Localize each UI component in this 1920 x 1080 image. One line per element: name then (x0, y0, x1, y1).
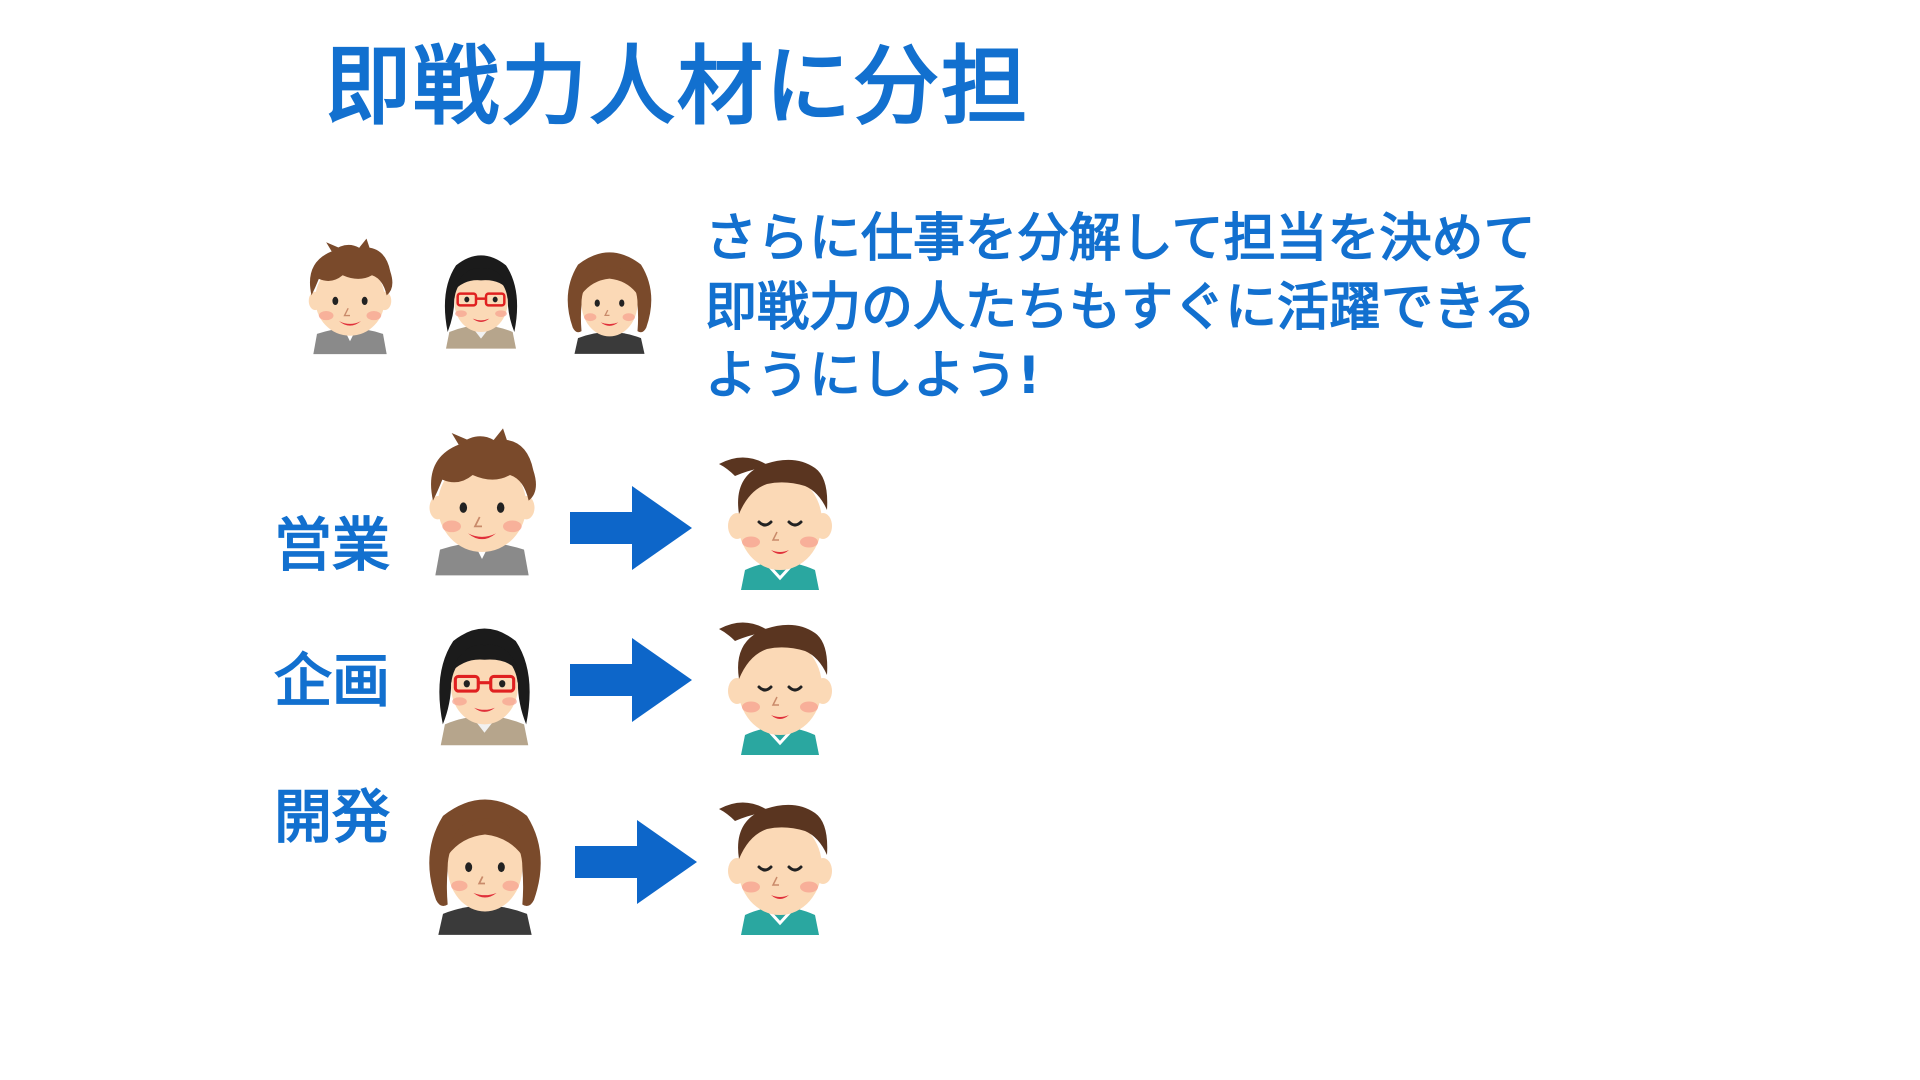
role-label-development: 開発 (274, 783, 391, 851)
short-brown-hair-person-icon (295, 232, 405, 357)
page-title: 即戦力人材に分担 (325, 37, 1029, 137)
description-text: さらに仕事を分解して担当を決めて 即戦力の人たちもすぐに活躍できる ようにしよう… (705, 205, 1536, 411)
long-brown-hair-person-icon (557, 236, 662, 358)
description-line-3: ようにしよう! (705, 346, 1041, 407)
glasses-black-hair-person-icon (431, 232, 531, 357)
long-brown-hair-person-icon (415, 780, 555, 938)
right-arrow-icon (575, 820, 697, 904)
right-arrow-icon (570, 638, 692, 722)
short-brown-hair-person-icon (412, 422, 552, 577)
smiling-man-teal-shirt-icon (705, 785, 855, 935)
smiling-man-teal-shirt-icon (705, 440, 855, 590)
glasses-black-hair-person-icon (422, 600, 547, 755)
expert-team-group (295, 232, 695, 392)
right-arrow-icon (570, 486, 692, 570)
role-label-sales: 営業 (274, 511, 391, 579)
description-line-1: さらに仕事を分解して担当を決めて (705, 209, 1536, 269)
role-label-planning: 企画 (274, 647, 391, 715)
smiling-man-teal-shirt-icon (705, 605, 855, 755)
description-line-2: 即戦力の人たちもすぐに活躍できる (705, 277, 1536, 338)
